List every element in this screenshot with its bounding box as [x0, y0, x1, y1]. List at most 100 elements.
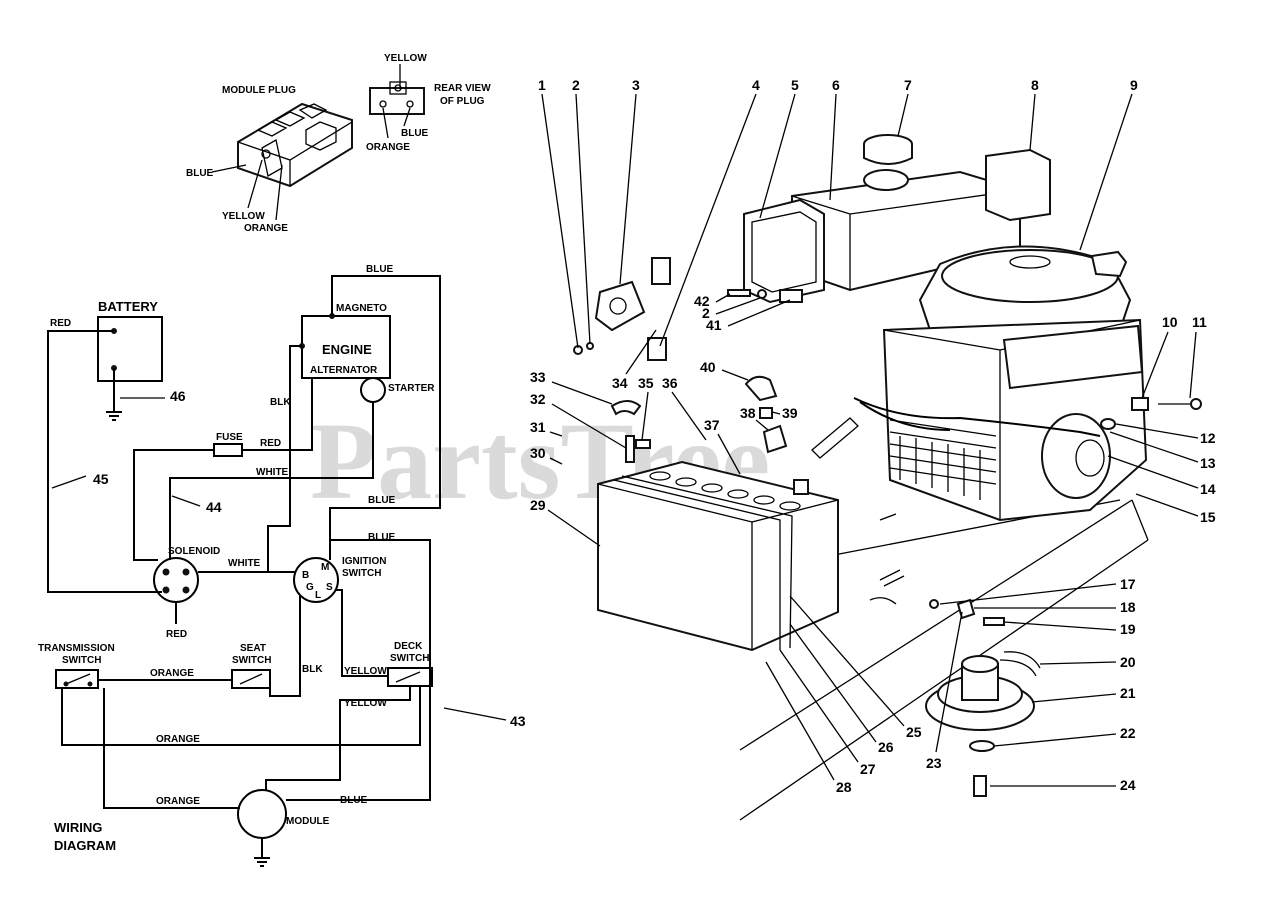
deck-switch-label: SWITCH: [390, 653, 429, 664]
seat-label: SEAT: [240, 643, 266, 654]
wire-blue-module-label: BLUE: [340, 795, 368, 806]
wiring-label: WIRING: [54, 820, 102, 835]
callout-42: 42: [694, 293, 710, 309]
module-plug-drawing: MODULE PLUG BLUE YELLOW ORANGE: [186, 85, 353, 234]
callout-35: 35: [638, 375, 654, 391]
callout-45: 45: [93, 471, 109, 487]
callout-7: 7: [904, 77, 912, 93]
callout-43: 43: [510, 713, 526, 729]
rear-view-label: REAR VIEW: [434, 83, 491, 94]
solenoid-red-label: RED: [166, 629, 187, 640]
ignition-switch-label: SWITCH: [342, 568, 381, 579]
rear-orange-label: ORANGE: [366, 142, 410, 153]
callout-12: 12: [1200, 430, 1216, 446]
term-g: G: [306, 582, 314, 593]
alternator-label: ALTERNATOR: [310, 365, 378, 376]
callout-26: 26: [878, 739, 894, 755]
callout-3: 3: [632, 77, 640, 93]
rear-view-plug: YELLOW ORANGE BLUE REAR VIEW OF PLUG: [366, 53, 491, 153]
plug-blue-label: BLUE: [186, 168, 214, 179]
wire-yellow-label: YELLOW: [344, 666, 387, 677]
wire-blue-top-label: BLUE: [366, 264, 394, 275]
plug-orange-label: ORANGE: [244, 223, 288, 234]
wire-blk-label: BLK: [270, 397, 291, 408]
callout-8: 8: [1031, 77, 1039, 93]
callout-14: 14: [1200, 481, 1216, 497]
wiring-diagram: BATTERY 46 RED 45 MAGNETO ENGINE ALTERNA…: [38, 264, 526, 867]
term-b: B: [302, 570, 309, 581]
solenoid-label: SOLENOID: [168, 546, 220, 557]
wire-blue-switch-label: BLUE: [368, 532, 396, 543]
battery-label: BATTERY: [98, 299, 158, 314]
callout-28: 28: [836, 779, 852, 795]
starter-label: STARTER: [388, 383, 435, 394]
callout-37: 37: [704, 417, 720, 433]
transmission-switch-label: SWITCH: [62, 655, 101, 666]
callout-10: 10: [1162, 314, 1178, 330]
callout-17: 17: [1120, 576, 1136, 592]
plug-yellow-label: YELLOW: [222, 211, 265, 222]
magneto-label: MAGNETO: [336, 303, 387, 314]
seat-switch-label: SWITCH: [232, 655, 271, 666]
callout-2b: 2: [702, 305, 710, 321]
callout-33: 33: [530, 369, 546, 385]
callout-18: 18: [1120, 599, 1136, 615]
callout-1: 1: [538, 77, 546, 93]
callouts: 1 2 3 4 5 6 7 8 9 10 11 12 13 14 15 17 1…: [530, 77, 1216, 795]
callout-11: 11: [1192, 314, 1207, 330]
rear-yellow-label: YELLOW: [384, 53, 427, 64]
callout-41: 41: [706, 317, 722, 333]
of-plug-label: OF PLUG: [440, 96, 485, 107]
module-label: MODULE: [286, 816, 330, 827]
term-m: M: [321, 562, 329, 573]
callout-40: 40: [700, 359, 716, 375]
callout-31: 31: [530, 419, 546, 435]
callout-30: 30: [530, 445, 546, 461]
wire-orange-label: ORANGE: [150, 668, 194, 679]
fuse-label: FUSE: [216, 432, 243, 443]
rear-blue-label: BLUE: [401, 128, 429, 139]
callout-4: 4: [752, 77, 760, 93]
exploded-assembly: [573, 134, 1202, 821]
callout-39: 39: [782, 405, 798, 421]
wire-yellow-deck-label: YELLOW: [344, 698, 387, 709]
engine-label: ENGINE: [322, 342, 372, 357]
wire-blue-mid-label: BLUE: [368, 495, 396, 506]
callout-9: 9: [1130, 77, 1138, 93]
callout-44: 44: [206, 499, 222, 515]
callout-27: 27: [860, 761, 876, 777]
wire-red-fuse-label: RED: [260, 438, 281, 449]
wire-orange-module-label: ORANGE: [156, 796, 200, 807]
callout-20: 20: [1120, 654, 1136, 670]
callout-21: 21: [1120, 685, 1136, 701]
callout-38: 38: [740, 405, 756, 421]
term-l: L: [315, 590, 321, 601]
callout-24: 24: [1120, 777, 1136, 793]
transmission-label: TRANSMISSION: [38, 643, 115, 654]
callout-34: 34: [612, 375, 628, 391]
wire-blk-seat-label: BLK: [302, 664, 323, 675]
callout-6: 6: [832, 77, 840, 93]
callout-2: 2: [572, 77, 580, 93]
wire-white-label: WHITE: [256, 467, 289, 478]
callout-15: 15: [1200, 509, 1216, 525]
callout-25: 25: [906, 724, 922, 740]
wire-white-solenoid-label: WHITE: [228, 558, 261, 569]
callout-32: 32: [530, 391, 546, 407]
callout-23: 23: [926, 755, 942, 771]
callout-29: 29: [530, 497, 546, 513]
wire-red-label: RED: [50, 318, 71, 329]
callout-13: 13: [1200, 455, 1216, 471]
callout-22: 22: [1120, 725, 1136, 741]
wire-orange-loop-label: ORANGE: [156, 734, 200, 745]
callout-36: 36: [662, 375, 678, 391]
callout-19: 19: [1120, 621, 1136, 637]
diagram-label: DIAGRAM: [54, 838, 116, 853]
callout-46: 46: [170, 388, 186, 404]
deck-label: DECK: [394, 641, 423, 652]
callout-5: 5: [791, 77, 799, 93]
module-plug-label: MODULE PLUG: [222, 85, 296, 96]
ignition-label: IGNITION: [342, 556, 386, 567]
